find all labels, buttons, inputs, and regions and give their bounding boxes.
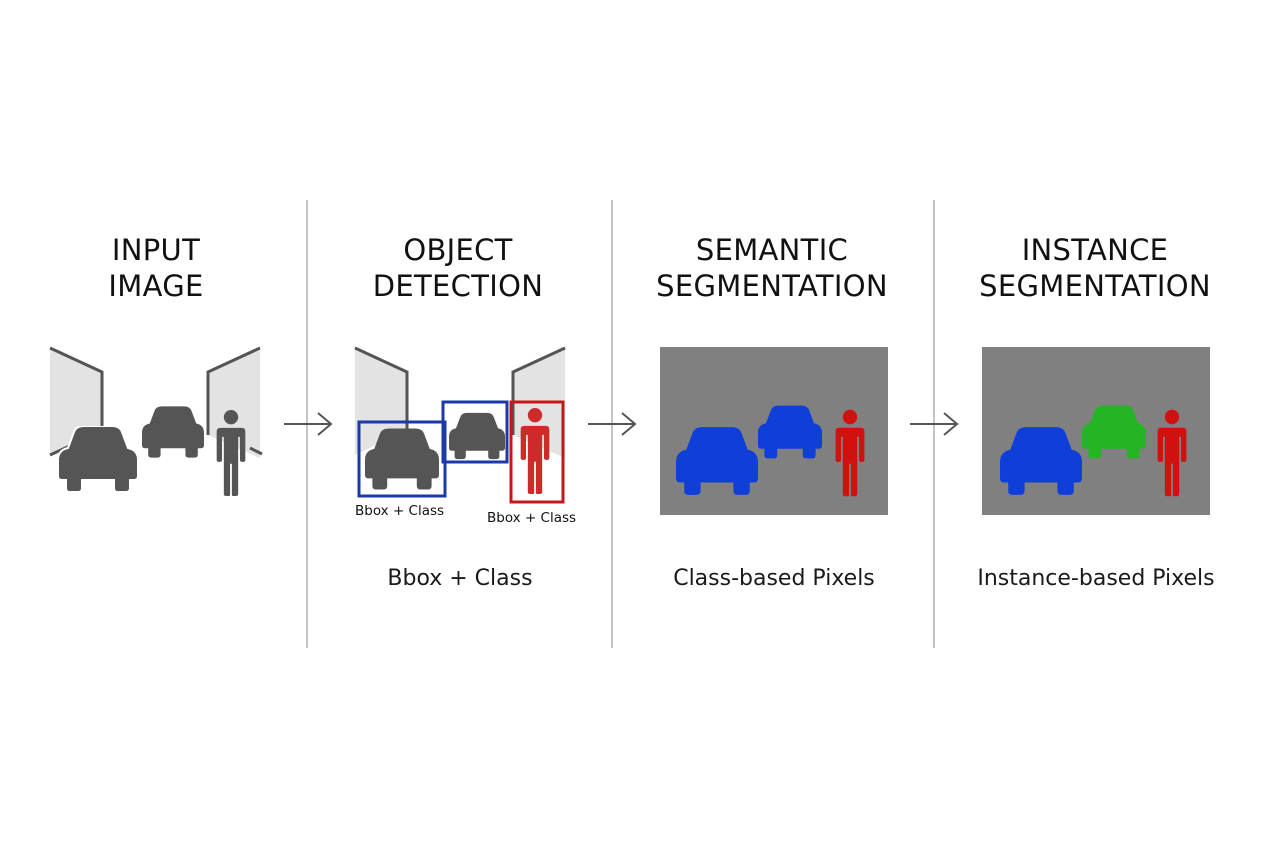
caption-instance-segmentation: Instance-based Pixels xyxy=(977,566,1215,591)
arrow-right-icon xyxy=(910,412,959,436)
bbox-car-label: Bbox + Class xyxy=(355,503,445,519)
instance-segmentation-image xyxy=(982,347,1210,515)
bbox-car-small xyxy=(441,400,509,464)
car-icon xyxy=(142,406,204,458)
semantic-segmentation-image xyxy=(660,347,888,515)
bbox-person xyxy=(509,400,565,504)
input-image-scene xyxy=(49,346,263,496)
arrow-right-icon xyxy=(588,412,637,436)
caption-object-detection: Bbox + Class xyxy=(387,566,533,591)
car-icon xyxy=(449,412,505,460)
bbox-person-label: Bbox + Class xyxy=(487,510,577,526)
caption-semantic-segmentation: Class-based Pixels xyxy=(673,566,875,591)
object-detection-scene xyxy=(354,346,566,504)
arrow-right-icon xyxy=(284,412,333,436)
bbox-car-large xyxy=(357,420,447,498)
